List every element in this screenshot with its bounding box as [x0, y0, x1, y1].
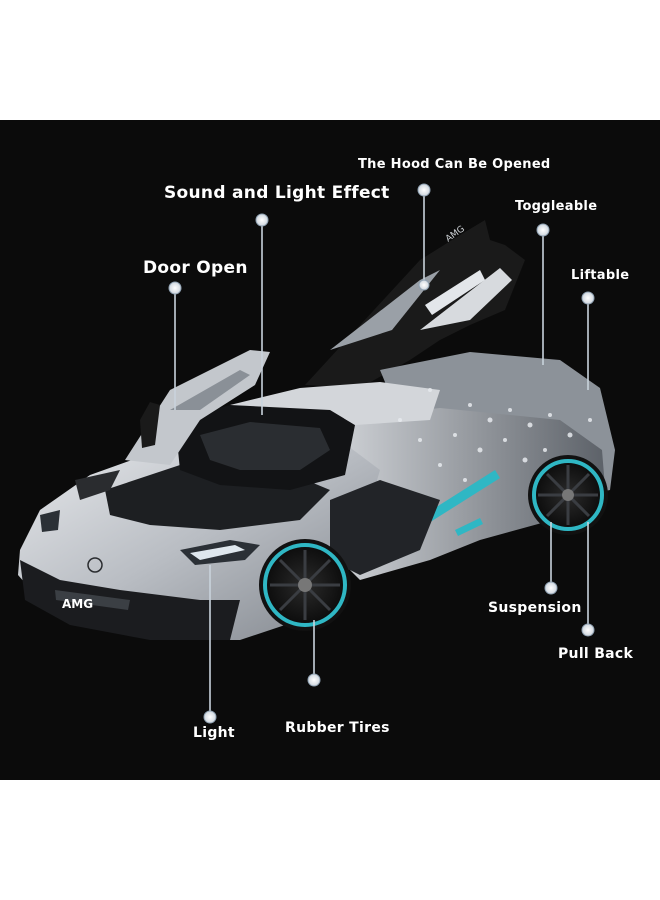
- callout-label-sound-light: Sound and Light Effect: [164, 183, 390, 203]
- callout-dot-door-open: [168, 281, 182, 295]
- callout-dot-toggleable: [536, 223, 550, 237]
- callout-label-rubber-tires: Rubber Tires: [285, 720, 390, 736]
- rear-wheel: [528, 455, 608, 535]
- callout-label-liftable: Liftable: [571, 268, 630, 283]
- car-illustration: AMG: [18, 183, 615, 724]
- callout-label-door-open: Door Open: [143, 258, 248, 278]
- callout-dot-light: [203, 710, 217, 724]
- callout-dot-pull-back: [581, 623, 595, 637]
- callout-dot-hood: [417, 183, 431, 197]
- callout-dot-rubber-tires: [307, 673, 321, 687]
- callout-dot-sound-light: [255, 213, 269, 227]
- callout-label-hood: The Hood Can Be Opened: [358, 157, 551, 172]
- rear-wing: AMG: [305, 220, 525, 388]
- callout-label-pull-back: Pull Back: [558, 646, 634, 662]
- callout-label-toggleable: Toggleable: [515, 199, 598, 214]
- product-image-panel: AMG: [0, 120, 660, 780]
- callout-anchor-hood: [418, 279, 430, 291]
- front-wheel: [259, 539, 351, 631]
- callout-lines: [174, 190, 589, 717]
- callout-label-suspension: Suspension: [488, 600, 582, 616]
- callout-dot-suspension: [544, 581, 558, 595]
- front-logo: AMG: [62, 597, 93, 611]
- callout-label-light: Light: [193, 725, 235, 741]
- callout-dot-liftable: [581, 291, 595, 305]
